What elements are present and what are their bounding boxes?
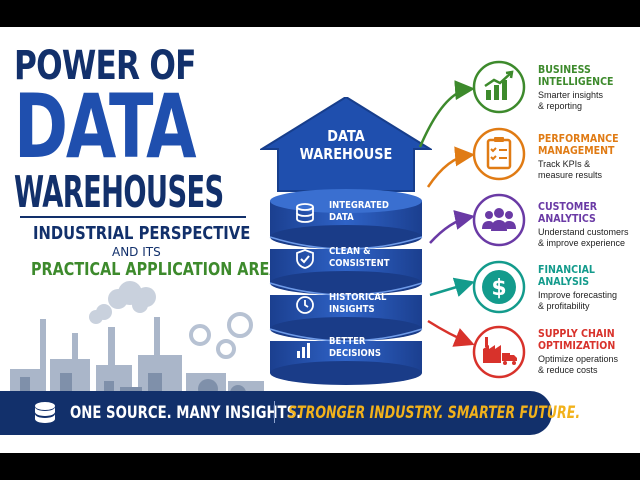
- category-performance-management: PERFORMANCE MANAGEMENT Track KPIs & meas…: [538, 133, 640, 181]
- people-group-icon: [472, 193, 526, 247]
- arrow-business-intelligence: [418, 80, 475, 148]
- tier-3-line-1: HISTORICAL: [329, 292, 387, 303]
- title-line-1: POWER OF: [14, 43, 196, 89]
- arrow-customer-analytics: [429, 210, 475, 244]
- connector-arrows: [418, 80, 475, 347]
- shield-check-icon: [296, 249, 314, 269]
- data-warehouse-stack: [260, 97, 432, 385]
- category-desc-1: Understand customers: [538, 227, 629, 237]
- title-line-3: WAREHOUSES: [14, 167, 224, 218]
- category-title-2: MANAGEMENT: [538, 144, 615, 157]
- category-title-1: PERFORMANCE: [538, 132, 619, 145]
- arrow-financial-analysis: [429, 277, 475, 297]
- title-divider: [20, 216, 246, 218]
- footer-banner: [0, 391, 552, 435]
- subtitle-line-1: INDUSTRIAL PERSPECTIVE: [33, 223, 251, 244]
- tier-label-clean: CLEAN & CONSISTENT: [329, 246, 390, 270]
- category-desc-2: & reporting: [538, 101, 583, 111]
- footer-right-text: STRONGER INDUSTRY. SMARTER FUTURE.: [288, 403, 581, 423]
- category-desc-1: Track KPIs &: [538, 159, 591, 169]
- category-title-1: CUSTOMER: [538, 200, 598, 213]
- category-desc-2: measure results: [538, 170, 603, 180]
- footer-divider: [274, 401, 275, 423]
- growth-chart-icon: [472, 60, 526, 114]
- factory-truck-icon: [472, 325, 526, 379]
- category-desc-2: & profitability: [538, 301, 590, 311]
- arrow-supply-chain: [427, 319, 475, 347]
- category-desc-2: & improve experience: [538, 238, 626, 248]
- warehouse-title-line-1: DATA: [327, 127, 365, 145]
- category-title-1: FINANCIAL: [538, 263, 595, 276]
- category-desc-2: & reduce costs: [538, 365, 598, 375]
- category-financial-analysis: FINANCIAL ANALYSIS Improve forecasting &…: [538, 264, 640, 312]
- database-icon: [296, 203, 314, 223]
- category-desc-1: Optimize operations: [538, 354, 619, 364]
- tier-3-line-2: INSIGHTS: [329, 304, 375, 315]
- tier-label-decisions: BETTER DECISIONS: [329, 336, 381, 360]
- tier-1-line-1: INTEGRATED: [329, 200, 389, 211]
- category-supply-chain-optimization: SUPPLY CHAIN OPTIMIZATION Optimize opera…: [538, 328, 640, 376]
- category-title-1: SUPPLY CHAIN: [538, 327, 615, 340]
- arrow-performance-management: [426, 146, 475, 188]
- footer-left-text: ONE SOURCE. MANY INSIGHTS.: [70, 403, 302, 423]
- category-title-1: BUSINESS: [538, 63, 591, 76]
- category-customer-analytics: CUSTOMER ANALYTICS Understand customers …: [538, 201, 640, 249]
- subtitle-line-2: AND ITS: [112, 245, 161, 259]
- database-icon: [35, 402, 55, 423]
- category-desc-1: Smarter insights: [538, 90, 604, 100]
- category-title-2: OPTIMIZATION: [538, 339, 616, 352]
- tier-label-historical: HISTORICAL INSIGHTS: [329, 292, 386, 316]
- tier-1-line-2: DATA: [329, 212, 354, 223]
- clock-icon: [296, 296, 314, 314]
- tier-4-line-2: DECISIONS: [329, 348, 382, 359]
- category-title-2: INTELLIGENCE: [538, 75, 614, 88]
- tier-label-integrated: INTEGRATED DATA: [329, 200, 389, 224]
- category-title-2: ANALYSIS: [538, 275, 590, 288]
- svg-text:$: $: [491, 276, 506, 301]
- title-line-2: DATA: [14, 75, 196, 178]
- category-business-intelligence: BUSINESS INTELLIGENCE Smarter insights &…: [538, 64, 640, 112]
- category-title-2: ANALYTICS: [538, 212, 596, 225]
- tier-4-line-1: BETTER: [329, 336, 366, 347]
- infographic-canvas: POWER OF DATA WAREHOUSES INDUSTRIAL PERS…: [0, 27, 640, 453]
- category-desc-1: Improve forecasting: [538, 290, 618, 300]
- subtitle-line-3: PRACTICAL APPLICATION AREAS: [31, 259, 291, 280]
- tier-2-line-1: CLEAN &: [329, 246, 371, 257]
- tier-2-line-2: CONSISTENT: [329, 258, 390, 269]
- bar-chart-icon: [297, 343, 310, 358]
- clipboard-checklist-icon: [472, 127, 526, 181]
- dollar-icon: $: [472, 260, 526, 314]
- warehouse-title-line-2: WAREHOUSE: [299, 145, 393, 163]
